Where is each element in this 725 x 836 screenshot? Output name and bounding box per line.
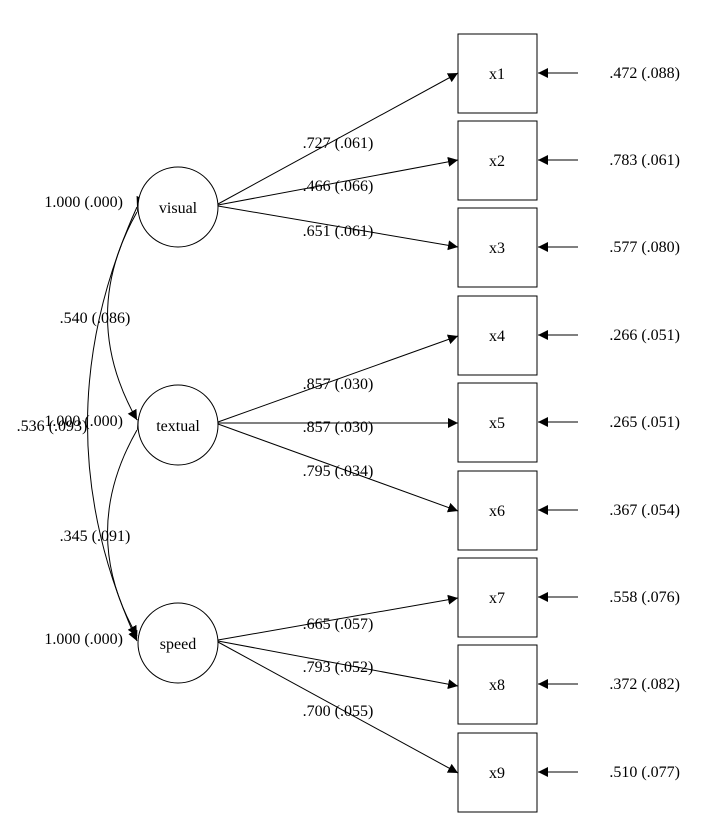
- loading-path-x2: [217, 156, 459, 206]
- residual-label-x8: .372 (.082): [609, 676, 680, 693]
- indicator-label-x7: x7: [489, 590, 505, 607]
- covariance-arc-textual-speed: [107, 418, 147, 637]
- factor-node-textual: textual: [137, 384, 219, 466]
- loading-label-x7: .665 (.057): [303, 616, 374, 633]
- residual-label-x5: .265 (.051): [609, 414, 680, 431]
- loading-label-x3: .651 (.061): [303, 223, 374, 240]
- covariance-arc-visual-textual: [107, 200, 147, 421]
- loading-path-x9: [217, 641, 459, 774]
- loading-path-x6: [217, 423, 459, 513]
- indicator-node-x8: x8: [457, 644, 538, 725]
- loading-label-x6: .795 (.034): [303, 463, 374, 480]
- indicator-node-x3: x3: [457, 207, 538, 288]
- loading-label-x8: .793 (.052): [303, 659, 374, 676]
- residual-label-x4: .266 (.051): [609, 327, 680, 344]
- indicator-node-x9: x9: [457, 732, 538, 813]
- residual-label-x1: .472 (.088): [609, 65, 680, 82]
- indicator-label-x6: x6: [489, 503, 505, 520]
- factor-label-textual: textual: [156, 418, 200, 435]
- indicator-label-x8: x8: [489, 677, 505, 694]
- indicator-node-x5: x5: [457, 382, 538, 463]
- loading-path-x1: [217, 72, 459, 205]
- loading-label-x9: .700 (.055): [303, 703, 374, 720]
- residual-label-x3: .577 (.080): [609, 239, 680, 256]
- factor-node-visual: visual: [137, 166, 219, 248]
- residual-label-x7: .558 (.076): [609, 589, 680, 606]
- indicator-label-x3: x3: [489, 240, 505, 257]
- loading-label-x1: .727 (.061): [303, 135, 374, 152]
- indicator-node-x2: x2: [457, 120, 538, 201]
- indicator-node-x1: x1: [457, 33, 538, 114]
- variance-label-textual: 1.000 (.000): [44, 413, 123, 430]
- loading-path-x8: [217, 640, 459, 690]
- covariance-label-visual-speed: .536 (.093): [17, 418, 88, 435]
- factor-node-speed: speed: [137, 602, 219, 684]
- residual-label-x2: .783 (.061): [609, 152, 680, 169]
- residual-label-x6: .367 (.054): [609, 502, 680, 519]
- indicator-label-x1: x1: [489, 66, 505, 83]
- factor-label-visual: visual: [159, 200, 198, 217]
- indicator-label-x9: x9: [489, 765, 505, 782]
- loading-path-x3: [217, 205, 459, 251]
- loading-label-x4: .857 (.030): [303, 376, 374, 393]
- indicator-node-x6: x6: [457, 470, 538, 551]
- loading-path-x7: [217, 594, 459, 641]
- covariance-label-visual-textual: .540 (.086): [60, 310, 131, 327]
- indicator-label-x2: x2: [489, 153, 505, 170]
- indicator-label-x4: x4: [489, 328, 505, 345]
- variance-label-speed: 1.000 (.000): [44, 631, 123, 648]
- residual-label-x9: .510 (.077): [609, 764, 680, 781]
- loading-path-x4: [217, 334, 459, 423]
- indicator-label-x5: x5: [489, 415, 505, 432]
- loading-label-x2: .466 (.066): [303, 178, 374, 195]
- covariance-label-textual-speed: .345 (.091): [60, 528, 131, 545]
- indicator-node-x7: x7: [457, 557, 538, 638]
- indicator-node-x4: x4: [457, 295, 538, 376]
- loading-label-x5: .857 (.030): [303, 419, 374, 436]
- factor-label-speed: speed: [160, 636, 196, 653]
- variance-label-visual: 1.000 (.000): [44, 194, 123, 211]
